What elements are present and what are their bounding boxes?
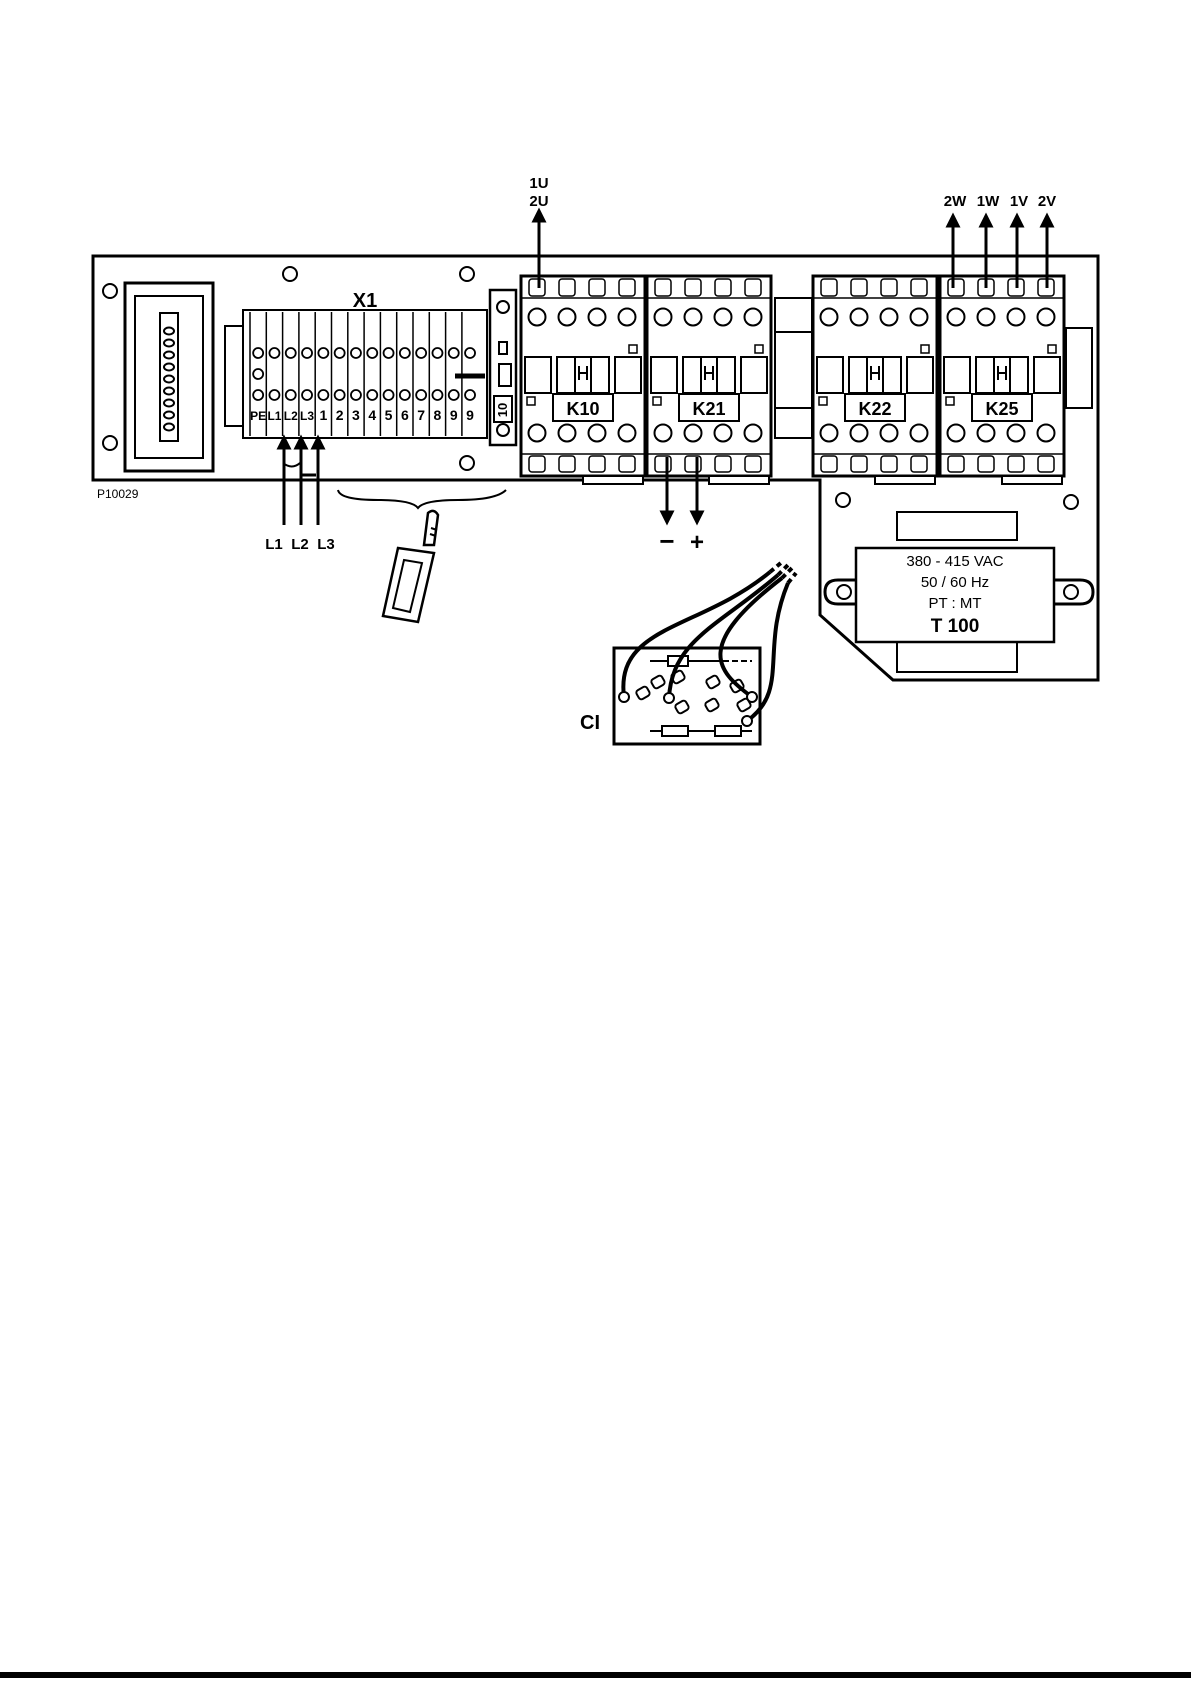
- contactor-label: K10: [566, 399, 599, 419]
- terminal-label: 8: [434, 407, 442, 423]
- contactor-k10: K10: [521, 276, 645, 484]
- transformer-voltage: 380 - 415 VAC: [906, 553, 1003, 570]
- terminal-label: 3: [352, 407, 360, 423]
- terminal-label: 9: [466, 407, 474, 423]
- circuit-board: [614, 562, 796, 744]
- supply-label-l1: L1: [265, 536, 283, 553]
- output-label-1v: 1V: [1010, 193, 1028, 210]
- terminal-label: 6: [401, 407, 409, 423]
- terminal-label: 5: [385, 407, 393, 423]
- terminal-label: 9: [450, 407, 458, 423]
- output-label-u-bottom: 2U: [529, 193, 548, 210]
- pendant-control-icon: [383, 511, 438, 622]
- terminal-label: 7: [417, 407, 425, 423]
- supply-label-l3: L3: [317, 536, 335, 553]
- circuit-board-label: CI: [580, 712, 600, 734]
- supply-label-l2: L2: [291, 536, 309, 553]
- terminal-label: 1: [319, 407, 327, 423]
- terminal-label: 4: [368, 407, 376, 423]
- contactor-k21: K21: [647, 276, 771, 484]
- page-bottom-rule: [0, 1672, 1191, 1678]
- pendant-brace: [338, 490, 506, 508]
- contactor-k22: K22: [813, 276, 937, 484]
- transformer-marking: PT : MT: [928, 595, 981, 612]
- terminal-label: L1: [267, 409, 281, 423]
- output-label-u-top: 1U: [529, 175, 548, 192]
- terminal-label: PE: [250, 409, 266, 423]
- terminal-label: L2: [284, 409, 298, 423]
- transformer-label: T 100: [931, 616, 980, 637]
- contactor-k25: K25: [940, 276, 1064, 484]
- terminal-block-title: X1: [353, 290, 377, 312]
- output-label-2v: 2V: [1038, 193, 1056, 210]
- contactors: K10 K21 K22 K25: [521, 276, 1064, 484]
- output-label-2w: 2W: [944, 193, 967, 210]
- contactor-label: K22: [858, 399, 891, 419]
- terminal-label: 2: [336, 407, 344, 423]
- dc-plus-label: +: [690, 529, 704, 556]
- output-label-1w: 1W: [977, 193, 1000, 210]
- transformer-frequency: 50 / 60 Hz: [921, 574, 989, 591]
- supply-arrows: [283, 442, 318, 525]
- transformer-t100: [825, 512, 1093, 672]
- dc-minus-label: −: [659, 526, 674, 556]
- contactor-label: K21: [692, 399, 725, 419]
- contactor-label: K25: [985, 399, 1018, 419]
- aux-terminal-module: [490, 290, 516, 445]
- terminal-label: L3: [300, 409, 314, 423]
- figure-reference: P10029: [97, 487, 139, 501]
- aux-terminal-number: 10: [495, 403, 510, 417]
- din-module: [125, 283, 213, 471]
